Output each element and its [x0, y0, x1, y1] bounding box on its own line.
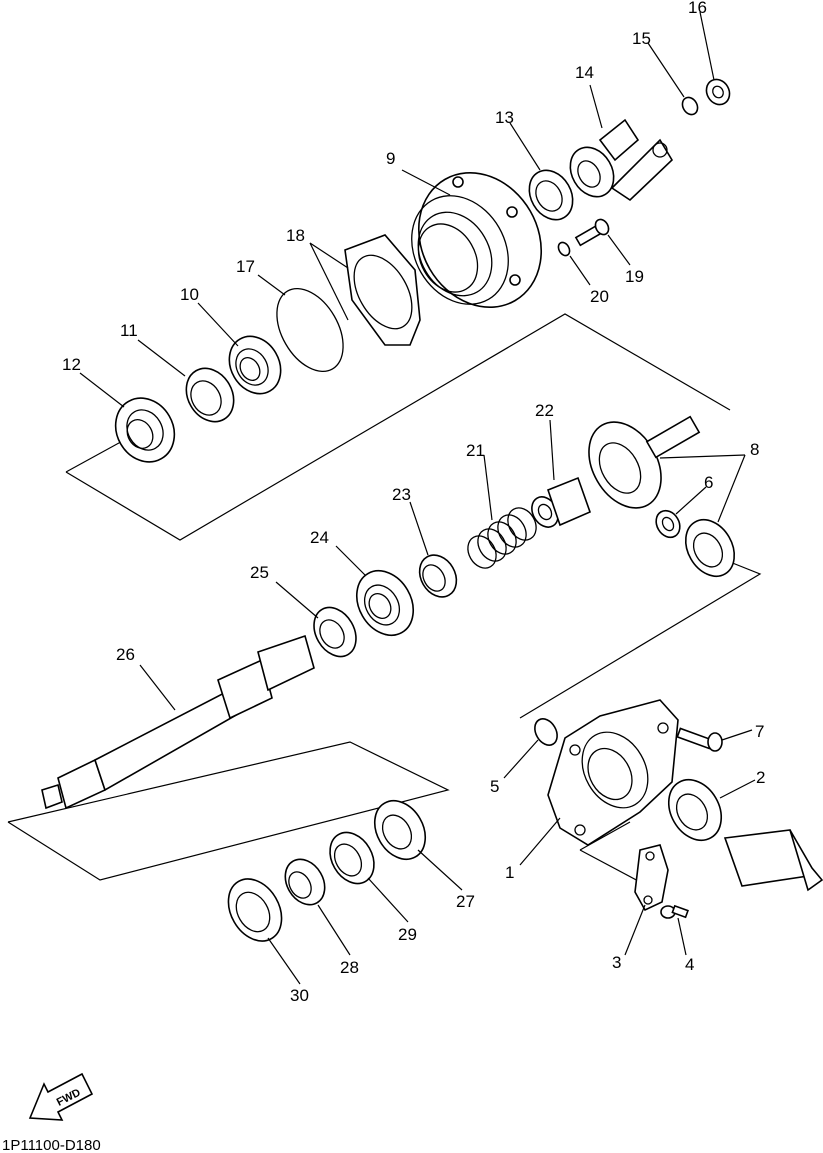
part-bearing-25 — [313, 606, 357, 658]
callout-30: 30 — [290, 986, 309, 1005]
callout-13: 13 — [495, 108, 514, 127]
callout-2: 2 — [756, 768, 765, 787]
part-bolt-19 — [574, 218, 610, 247]
callout-26: 26 — [116, 645, 135, 664]
part-bracket-3 — [634, 844, 669, 912]
part-spline-coupler — [723, 829, 823, 892]
assembly-frame-upper — [65, 313, 731, 541]
assembly-frame-middle — [7, 741, 450, 881]
diagram-code: 1P11100-D180 — [2, 1137, 101, 1153]
callout-6: 6 — [704, 473, 713, 492]
assembly-frame-shaft — [519, 561, 762, 719]
callout-27: 27 — [456, 892, 475, 911]
callout-3: 3 — [612, 953, 621, 972]
callout-11: 11 — [120, 321, 138, 340]
part-bearing-10 — [228, 335, 282, 395]
fwd-arrow-icon: FWD — [28, 1072, 94, 1121]
callout-19: 19 — [625, 267, 644, 286]
callout-7: 7 — [755, 722, 764, 741]
callout-5: 5 — [490, 777, 499, 796]
part-oil-seal-12 — [114, 397, 176, 463]
part-gear-8b — [684, 518, 736, 578]
part-drive-shaft-26 — [41, 634, 315, 810]
callout-1: 1 — [505, 863, 514, 882]
callout-24: 24 — [310, 528, 329, 547]
callout-20: 20 — [590, 287, 609, 306]
callout-28: 28 — [340, 958, 359, 977]
callout-18: 18 — [286, 226, 305, 245]
callout-8: 8 — [750, 440, 759, 459]
callout-14: 14 — [575, 63, 594, 82]
part-washer-15 — [681, 96, 699, 116]
callout-12: 12 — [62, 355, 81, 374]
part-cam-22 — [531, 476, 592, 528]
part-bearing-13 — [528, 169, 574, 221]
part-oil-seal-30 — [227, 878, 283, 942]
part-collar-23 — [418, 554, 458, 598]
part-collar-28 — [284, 858, 326, 906]
part-ring-nut-29 — [329, 831, 375, 885]
part-washer-20 — [557, 241, 571, 257]
part-o-ring-5 — [534, 718, 558, 746]
callout-21: 21 — [466, 441, 485, 460]
leader-lines — [79, 11, 756, 985]
part-flange-housing-1 — [547, 699, 679, 846]
part-bearing-27 — [373, 799, 427, 861]
part-screw-4 — [660, 904, 689, 919]
part-bearing-24 — [355, 570, 415, 636]
part-yoke-14 — [569, 118, 674, 202]
part-ring-nut-11 — [185, 367, 235, 423]
callout-15: 15 — [632, 29, 651, 48]
part-nut-16 — [705, 78, 731, 106]
callout-labels: 1 2 3 4 5 6 7 8 9 10 11 12 13 14 15 16 1… — [62, 0, 765, 1005]
part-shim-18 — [344, 234, 421, 346]
callout-23: 23 — [392, 485, 411, 504]
part-housing-9 — [411, 171, 543, 309]
callout-4: 4 — [685, 955, 694, 974]
callout-22: 22 — [535, 401, 554, 420]
part-o-ring-17 — [276, 287, 344, 373]
part-bolt-7 — [676, 727, 723, 752]
callout-25: 25 — [250, 563, 269, 582]
callout-10: 10 — [180, 285, 199, 304]
callout-17: 17 — [236, 257, 255, 276]
callout-29: 29 — [398, 925, 417, 944]
part-bevel-gear-8 — [588, 415, 701, 509]
part-spring-21 — [467, 507, 537, 569]
callout-16: 16 — [688, 0, 707, 17]
part-bearing-2 — [667, 779, 723, 841]
part-nut-6 — [655, 509, 681, 539]
callout-9: 9 — [386, 149, 395, 168]
